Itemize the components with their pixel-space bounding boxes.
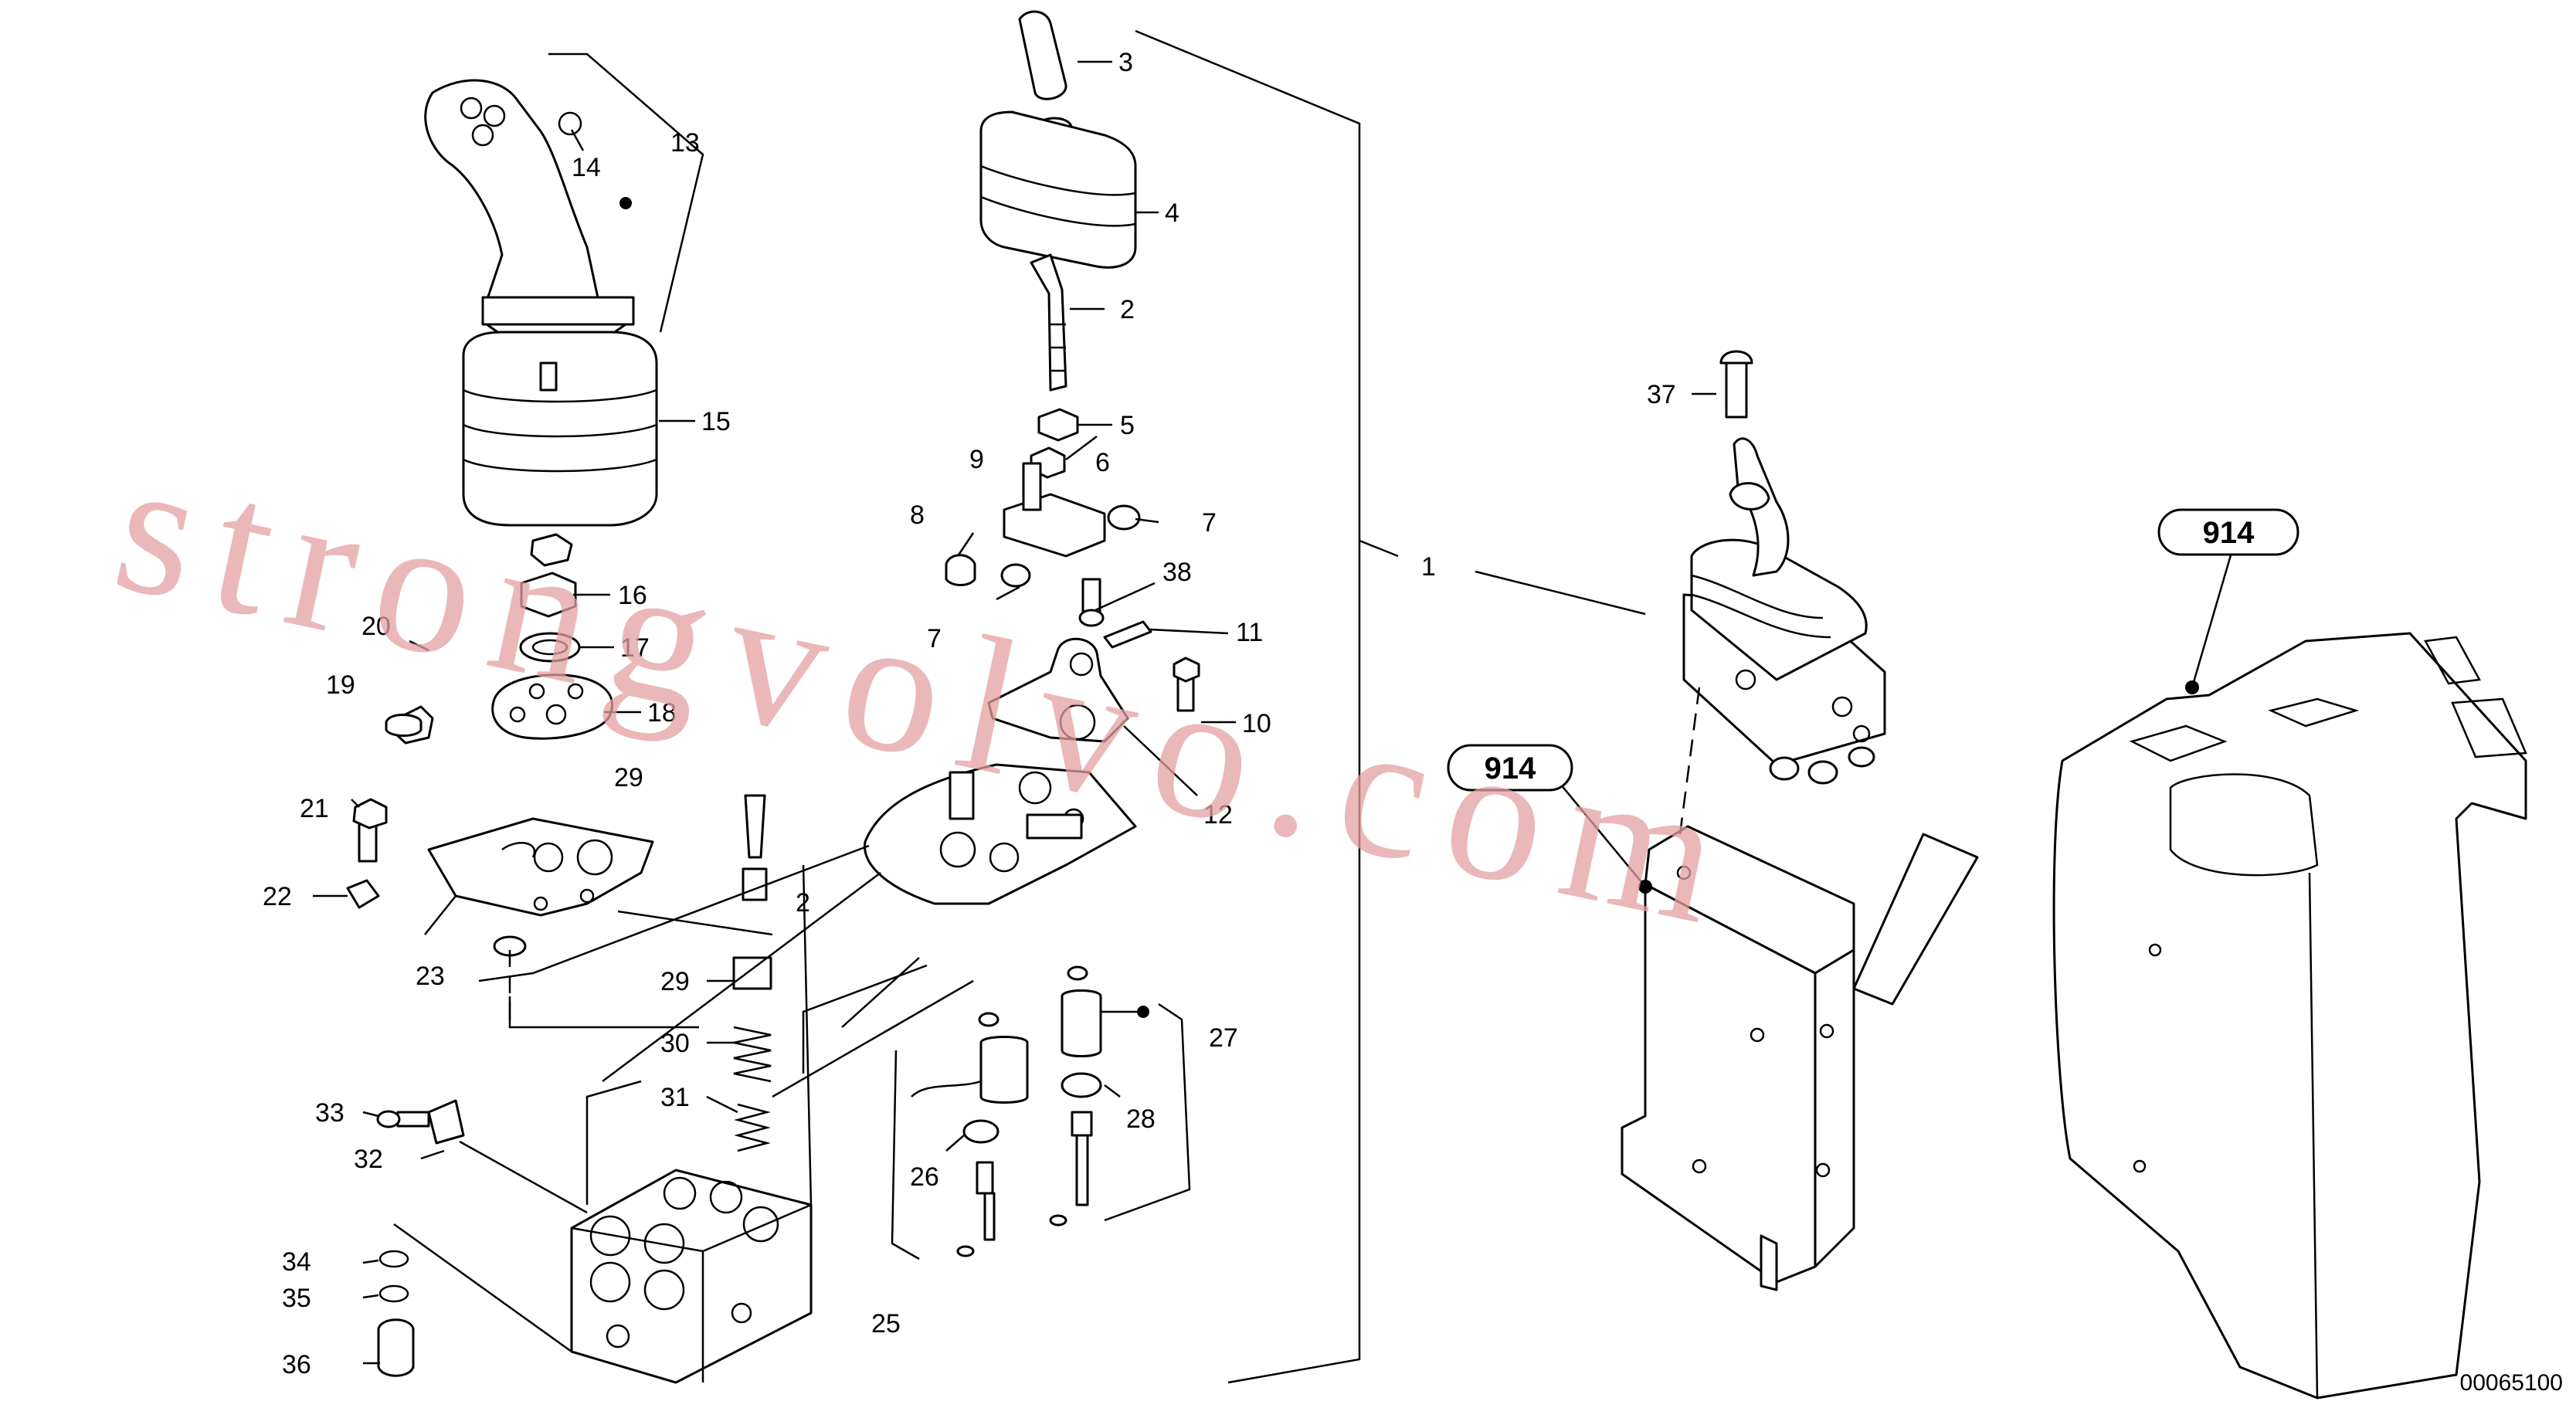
label-33: 33 [315, 1098, 344, 1128]
label-2-top: 2 [1120, 295, 1135, 324]
label-29-top: 29 [614, 763, 643, 792]
label-28: 28 [1126, 1104, 1156, 1134]
assembled-lever-unit [1682, 350, 1886, 785]
center-mount-block [987, 637, 1200, 743]
leader-lines [313, 29, 2234, 1384]
drawing-number: 00065100 [2460, 1370, 2563, 1396]
label-6: 6 [1095, 448, 1110, 477]
label-5: 5 [1120, 411, 1135, 440]
label-19: 19 [326, 670, 355, 700]
reference-badge-914-cover: 914 [2157, 508, 2299, 556]
left-base-plate [346, 798, 654, 957]
center-lever-rod [1030, 253, 1079, 479]
label-34: 34 [282, 1247, 311, 1277]
label-15: 15 [701, 407, 731, 436]
label-22: 22 [263, 882, 292, 911]
label-12: 12 [1203, 800, 1233, 830]
label-36: 36 [282, 1350, 311, 1379]
label-26: 26 [910, 1162, 939, 1192]
label-10: 10 [1242, 709, 1271, 738]
label-8: 8 [910, 500, 925, 530]
label-30: 30 [660, 1029, 690, 1058]
label-13: 13 [670, 128, 700, 158]
svg-text:914: 914 [2203, 516, 2255, 550]
center-lever-boot [979, 110, 1137, 269]
label-37: 37 [1647, 380, 1676, 409]
center-springs-and-plungers [732, 794, 1102, 1257]
label-27: 27 [1209, 1023, 1238, 1053]
svg-text:914: 914 [1485, 751, 1536, 785]
reference-badge-914-bracket: 914 [1447, 744, 1573, 792]
left-guide-plate [385, 673, 613, 745]
label-1: 1 [1421, 552, 1436, 582]
label-17: 17 [620, 633, 650, 663]
label-25: 25 [871, 1309, 901, 1338]
label-32: 32 [354, 1145, 383, 1174]
label-29-lower: 29 [660, 967, 690, 996]
label-7-lower: 7 [927, 624, 942, 653]
label-16: 16 [618, 581, 647, 610]
mounting-bracket-914 [1621, 825, 1979, 1291]
marker-dot-27 [1137, 1006, 1149, 1018]
label-2-plate: 2 [796, 888, 810, 918]
center-lever-bracket [945, 462, 1152, 649]
label-23: 23 [416, 962, 445, 991]
label-20: 20 [361, 612, 391, 641]
label-7-right: 7 [1202, 508, 1217, 538]
left-nut-stack [519, 533, 581, 663]
label-9: 9 [969, 445, 984, 474]
label-4: 4 [1165, 198, 1179, 228]
valve-block [376, 1099, 813, 1384]
label-38: 38 [1162, 558, 1192, 587]
part-labels: 1 2 2 3 4 5 6 7 7 8 9 10 11 12 13 14 15 … [263, 48, 1676, 1379]
label-14: 14 [572, 153, 601, 182]
label-11: 11 [1236, 618, 1263, 647]
marker-dot-13 [619, 197, 632, 209]
center-base-plate [864, 763, 1137, 905]
label-18: 18 [647, 698, 677, 728]
label-3: 3 [1118, 48, 1133, 77]
label-21: 21 [300, 794, 329, 823]
left-joystick-boot [462, 331, 658, 527]
console-cover-914 [2052, 632, 2527, 1400]
label-31: 31 [660, 1083, 690, 1112]
label-35: 35 [282, 1284, 311, 1313]
left-joystick-handle [424, 79, 635, 353]
